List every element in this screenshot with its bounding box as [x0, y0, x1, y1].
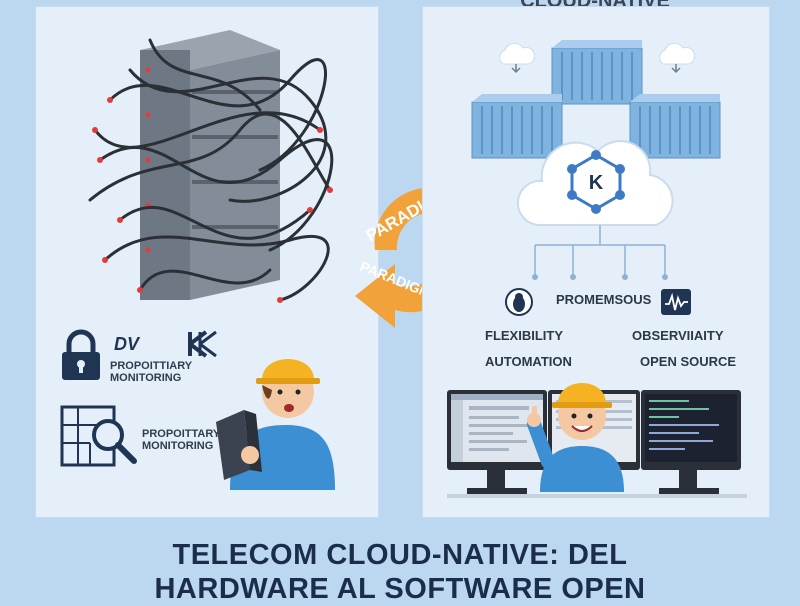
- k-glyph: K: [589, 172, 604, 194]
- prometheus-label: PROMEMSOUS: [556, 292, 652, 307]
- tangled-cables: [88, 38, 334, 302]
- proprietary-logo-dv-icon: DV: [114, 334, 141, 354]
- observability-chart-icon: [661, 289, 691, 315]
- proprietary-logo-k-icon: [188, 330, 217, 358]
- automation-label: AUTOMATION: [485, 354, 572, 369]
- server-rack-illustration: [88, 30, 334, 303]
- proprietary-monitoring-label-2: PROPOITTARY MONITORING: [142, 428, 221, 452]
- happy-engineer-illustration: [527, 383, 624, 492]
- monitoring-search-icon: [60, 405, 137, 467]
- headline: TELECOM CLOUD-NATIVE: DEL HARDWARE AL SO…: [0, 538, 800, 606]
- svg-text:DV: DV: [114, 334, 141, 354]
- confused-engineer-illustration: [216, 359, 335, 490]
- open-source-label: OPEN SOURCE: [640, 354, 737, 369]
- monitor-stands: [447, 470, 747, 498]
- small-cloud-icon-left: [499, 42, 536, 74]
- kubernetes-cloud-icon: K: [516, 140, 674, 226]
- cloud-connection-lines: [532, 225, 668, 280]
- proprietary-monitoring-label-1: PROPOITTIARY MONITORING: [110, 360, 193, 384]
- container-icon-right: [629, 94, 721, 159]
- headline-line-2: HARDWARE AL SOFTWARE OPEN: [154, 573, 646, 605]
- flexibility-label: FLEXIBILITY: [485, 328, 563, 343]
- lock-icon: [62, 329, 100, 380]
- container-icon-top: [551, 40, 643, 105]
- observability-label: OBSERVIIAITY: [632, 328, 724, 343]
- monitor-left: [447, 390, 547, 470]
- headline-line-1: TELECOM CLOUD-NATIVE: DEL: [172, 539, 628, 571]
- container-icon-left: [471, 94, 563, 159]
- small-cloud-icon-right: [659, 42, 696, 74]
- cable-ends: [92, 97, 333, 303]
- monitor-right-terminal: [641, 390, 741, 470]
- server-units: [140, 30, 280, 300]
- linux-penguin-icon: [505, 288, 533, 316]
